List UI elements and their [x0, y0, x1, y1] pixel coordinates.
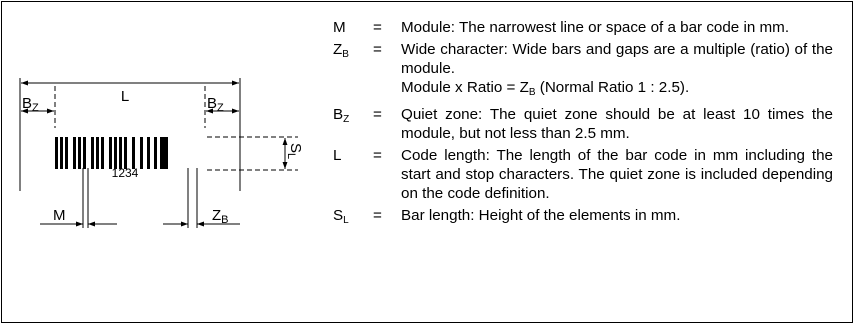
barcode-bar — [65, 137, 68, 169]
barcode-bar — [114, 137, 117, 169]
barcode-bar — [55, 137, 58, 169]
barcode-bar — [101, 137, 104, 169]
barcode-bar — [132, 137, 135, 169]
legend-row-l: L = Code length: The length of the bar c… — [333, 146, 833, 203]
quietzone-right-label: BZ — [207, 95, 224, 114]
barcode-bar — [109, 137, 112, 169]
length-label: L — [121, 88, 129, 105]
legend-equals: = — [373, 41, 382, 58]
barcode-bar — [60, 137, 63, 169]
legend-row-sl: SL = Bar length: Height of the elements … — [333, 206, 833, 230]
barcode-bar — [119, 137, 122, 169]
zb-label: ZB — [212, 207, 229, 226]
legend-symbol-sl: SL — [333, 207, 349, 226]
barcode-bar — [83, 137, 86, 169]
barcode-bar — [91, 137, 94, 169]
legend-row-bz: BZ = Quiet zone: The quiet zone should b… — [333, 105, 833, 143]
legend-symbol-bz: BZ — [333, 106, 350, 125]
legend-desc-sl: Bar length: Height of the elements in mm… — [401, 207, 681, 224]
barcode-diagram: L BZ BZ 1234 SL M ZB — [19, 78, 304, 228]
barcode-bar — [73, 137, 76, 169]
legend-symbol-m: M — [333, 19, 346, 36]
legend-formula-zb: Module x Ratio = ZB (Normal Ratio 1 : 2.… — [401, 79, 690, 98]
barcode-bar — [96, 137, 99, 169]
legend: M = Module: The narrowest line or space … — [333, 18, 833, 233]
barcode-digits: 1234 — [112, 166, 139, 180]
legend-row-zb: ZB = Wide character: Wide bars and gaps … — [333, 40, 833, 102]
barcode-bar — [140, 137, 143, 169]
legend-symbol-l: L — [333, 147, 342, 164]
legend-equals: = — [373, 207, 382, 224]
legend-desc-m: Module: The narrowest line or space of a… — [401, 19, 790, 36]
quietzone-left-label: BZ — [22, 95, 39, 114]
legend-desc-zb: Wide character: Wide bars and gaps are a… — [401, 40, 833, 102]
barcode-bar — [78, 137, 81, 169]
legend-equals: = — [373, 147, 382, 164]
module-label: M — [53, 207, 66, 224]
barcode-bar — [154, 137, 157, 169]
sl-label: SL — [285, 143, 304, 159]
legend-row-module: M = Module: The narrowest line or space … — [333, 18, 833, 37]
barcode-bars — [55, 137, 168, 169]
legend-equals: = — [373, 106, 382, 123]
barcode-bar — [124, 137, 127, 169]
legend-equals: = — [373, 19, 382, 36]
legend-desc-l: Code length: The length of the bar code … — [401, 147, 833, 202]
legend-symbol-zb: ZB — [333, 41, 349, 60]
barcode-bar — [147, 137, 150, 169]
barcode-bar — [160, 137, 168, 169]
legend-desc-bz: Quiet zone: The quiet zone should be at … — [401, 106, 833, 142]
